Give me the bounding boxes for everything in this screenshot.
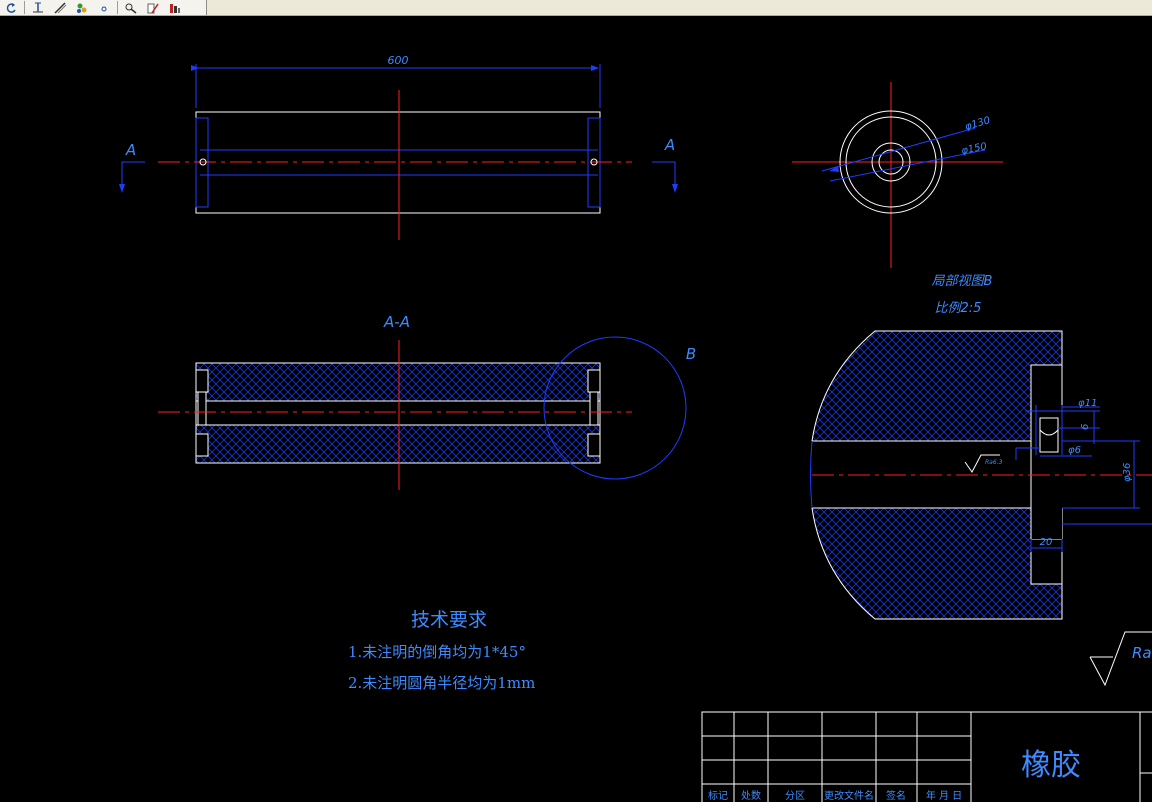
end-view: φ130 φ150	[792, 82, 1003, 268]
front-view: 600 A A	[119, 54, 678, 240]
section-view: A-A B	[158, 313, 696, 490]
tb-header-mark: 标记	[708, 790, 728, 802]
dim-phi36: φ36	[1122, 463, 1133, 482]
roughness-small: Ra6.3	[985, 459, 1003, 466]
toolbar-separator	[24, 1, 25, 14]
layer-color-icon[interactable]	[164, 0, 186, 15]
regen-icon[interactable]	[0, 0, 22, 15]
section-marker-right: A	[664, 136, 675, 154]
requirement-item-1: 1.未注明的倒角均为1*45°	[348, 643, 526, 661]
section-title: A-A	[383, 313, 410, 331]
title-block: 橡胶 标记 处数 分区 更改文件名 签名 年 月 日	[701, 711, 1152, 802]
pen-icon[interactable]	[49, 0, 71, 15]
tb-header-count: 处数	[741, 789, 761, 802]
toolbar-group	[0, 0, 207, 15]
snap-point-icon[interactable]	[93, 0, 115, 15]
tb-header-change-doc: 更改文件名	[824, 789, 874, 802]
detail-label-b: B	[686, 345, 696, 363]
detail-scale: 比例2:5	[935, 301, 982, 316]
roughness-large: Ra	[1132, 644, 1152, 662]
properties-icon[interactable]	[142, 0, 164, 15]
toolbar	[0, 0, 1152, 16]
dim-phi150: φ150	[960, 141, 987, 157]
requirement-item-2: 2.未注明圆角半径均为1mm	[348, 674, 535, 692]
zoom-icon[interactable]	[120, 0, 142, 15]
tb-header-signature: 签名	[886, 789, 906, 802]
requirements-title: 技术要求	[411, 609, 487, 631]
dim-phi6: φ6	[1068, 445, 1081, 456]
dim-phi11: φ11	[1078, 398, 1097, 409]
section-marker-left: A	[125, 141, 136, 159]
material-label: 橡胶	[1021, 748, 1081, 783]
dim-phi130: φ130	[964, 115, 992, 133]
drawing-canvas[interactable]: 600 A A φ130 φ150 A-A	[0, 16, 1152, 802]
detail-title: 局部视图B	[932, 274, 993, 289]
dim-length-text: 600	[388, 54, 409, 67]
toolbar-separator	[117, 1, 118, 14]
tb-header-zone: 分区	[785, 790, 805, 802]
layer-tools-icon[interactable]	[71, 0, 93, 15]
dim-6: 6	[1080, 424, 1091, 430]
dimension-icon[interactable]	[27, 0, 49, 15]
dim-20: 20	[1040, 537, 1053, 548]
technical-requirements: 技术要求 1.未注明的倒角均为1*45° 2.未注明圆角半径均为1mm	[348, 609, 535, 692]
tb-header-date: 年 月 日	[926, 789, 962, 802]
detail-view: 局部视图B 比例2:5 φ11 6 φ6 φ36 20	[810, 274, 1152, 687]
